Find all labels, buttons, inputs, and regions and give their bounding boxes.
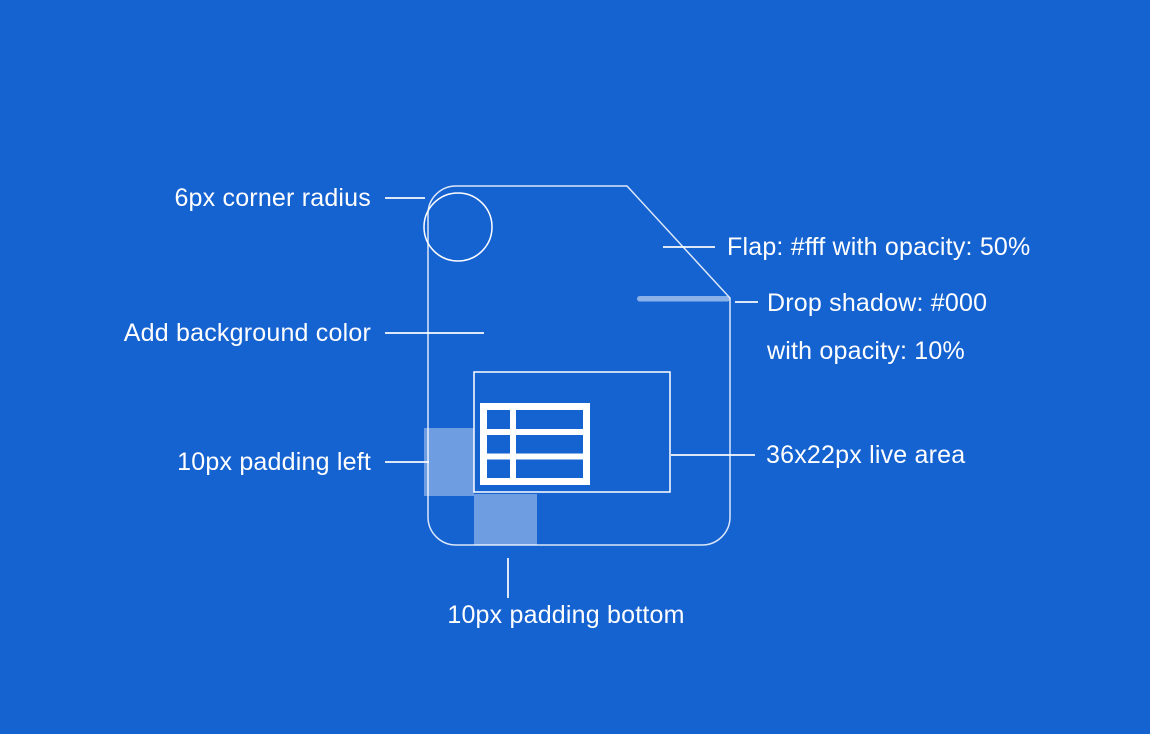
line-corner-radius [385,197,425,199]
label-padding-bottom: 10px padding bottom [447,601,685,629]
label-live-area: 36x22px live area [766,441,966,469]
line-padding-bottom [507,558,509,598]
table-icon-border [480,403,590,485]
line-live-area [671,454,755,456]
label-padding-left: 10px padding left [177,448,371,476]
padding-bottom-highlight [474,494,537,545]
label-drop-shadow-line1: Drop shadow: #000 [767,289,988,317]
line-flap [663,246,715,248]
label-background-color: Add background color [123,319,371,347]
label-drop-shadow-line2: with opacity: 10% [767,337,965,365]
line-drop-shadow [735,301,758,303]
file-outline [427,185,731,546]
file-shape [423,185,731,546]
live-area-rect [473,371,671,493]
flap-drop-shadow-bar [637,296,730,302]
label-flap: Flap: #fff with opacity: 50% [727,233,1031,261]
corner-radius-circle [423,192,493,262]
label-corner-radius: 6px corner radius [174,184,371,212]
padding-left-highlight [424,428,474,496]
table-icon [480,403,590,485]
line-background-color [385,332,484,334]
line-padding-left [385,461,429,463]
